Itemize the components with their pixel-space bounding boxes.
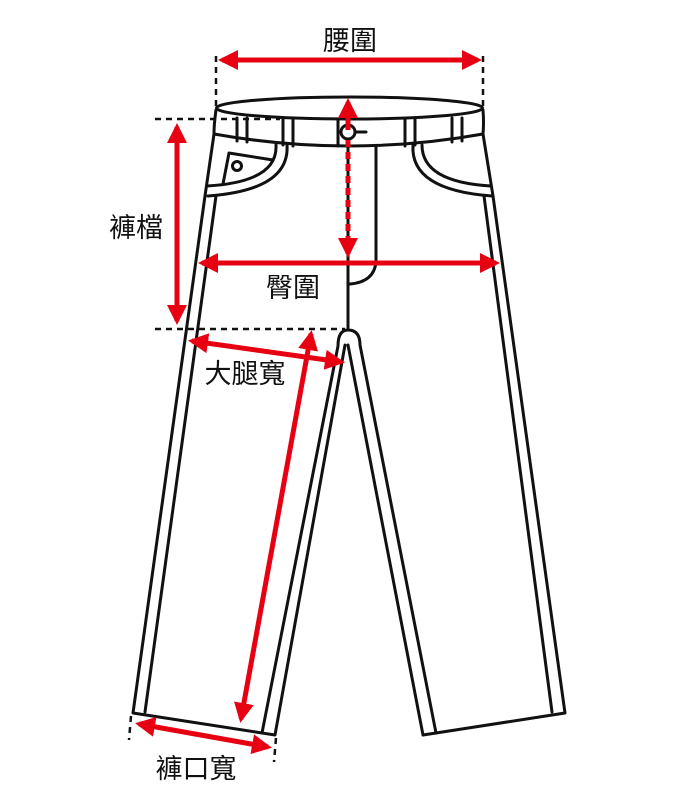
measurement-arrows [135, 50, 500, 755]
hem-label: 褲口寬 [156, 754, 237, 785]
coin-pocket [221, 151, 275, 186]
left-leg [131, 132, 347, 737]
rise-label: 褲檔 [109, 213, 163, 244]
inseam-arrow [234, 330, 318, 723]
right-pocket [411, 143, 494, 198]
waist-label: 腰圍 [323, 26, 377, 57]
thigh-label: 大腿寬 [205, 359, 286, 390]
hem-arrow [135, 716, 272, 755]
belt-loops [235, 116, 464, 148]
hip-label: 臀圍 [266, 273, 320, 304]
right-leg [346, 132, 567, 737]
left-pocket [206, 143, 289, 198]
guide-lines [127, 56, 485, 763]
rivet [231, 160, 243, 172]
